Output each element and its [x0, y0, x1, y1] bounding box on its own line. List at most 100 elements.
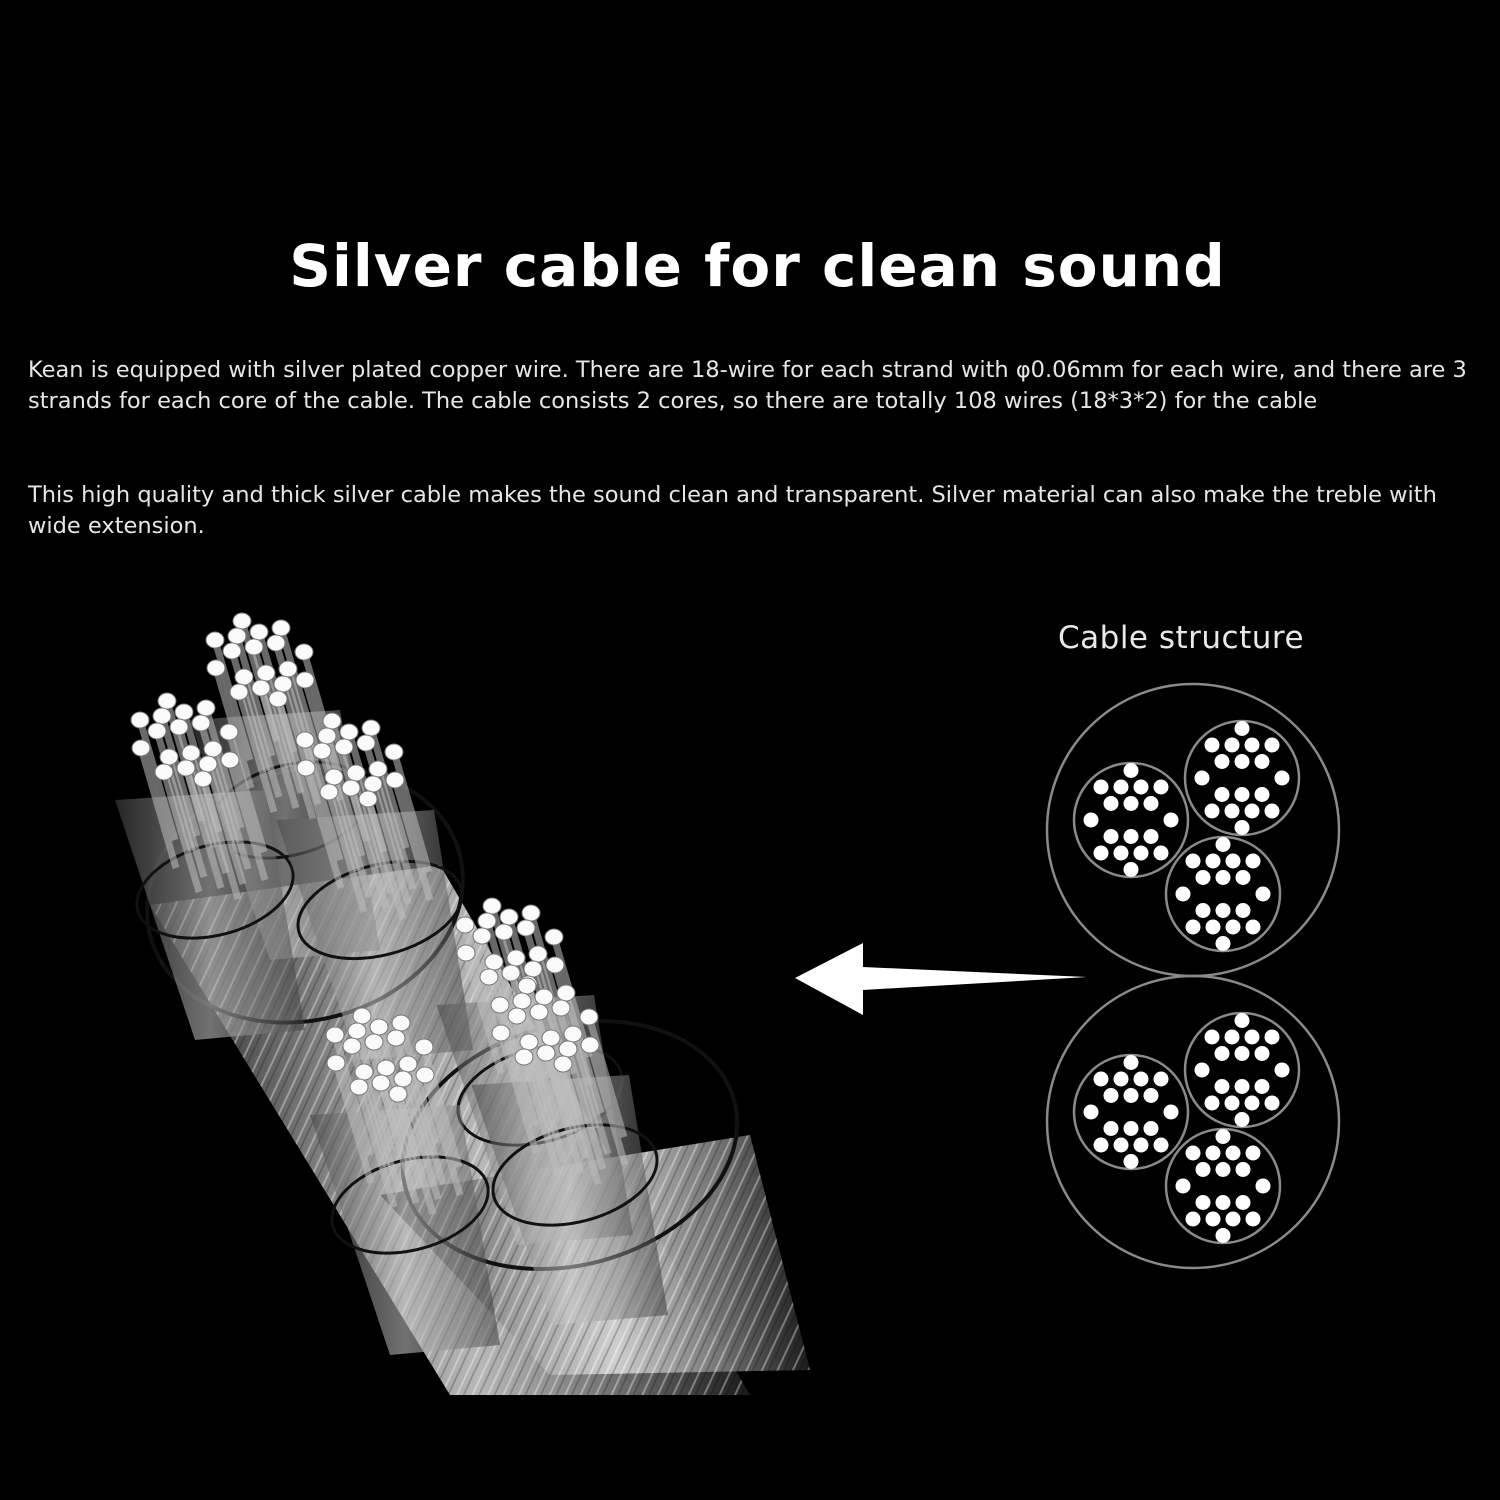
wire-dot [1093, 1071, 1109, 1087]
description-paragraph-1: Kean is equipped with silver plated copp… [28, 357, 1467, 414]
wire-dot [1195, 1162, 1211, 1177]
wire-dot [1245, 919, 1261, 935]
wire-dot [1214, 754, 1230, 769]
wire-dot [1175, 886, 1191, 902]
wire-dot [1103, 829, 1119, 844]
wire-dot [1234, 820, 1250, 835]
wire-dot [1264, 1029, 1280, 1045]
wire-dot [1234, 787, 1250, 802]
wire-dot [1255, 1178, 1271, 1194]
wire-dot [1083, 1104, 1099, 1120]
wire-dot [1264, 803, 1280, 819]
wire-dot [1133, 1071, 1149, 1087]
wire-dot [1185, 1145, 1201, 1161]
wire-dot [1103, 796, 1119, 811]
wire-dot [1235, 1195, 1251, 1210]
wire-dot [1255, 886, 1271, 902]
wire-dot [1234, 1013, 1250, 1028]
wire-dot [1204, 1095, 1220, 1111]
wire-dot [1123, 1154, 1139, 1169]
wire-dot [1133, 845, 1149, 861]
wire-dot [1113, 779, 1129, 795]
description-paragraph-2: This high quality and thick silver cable… [28, 482, 1437, 539]
wire-dot [1235, 1162, 1251, 1177]
wire-dot [1194, 1062, 1210, 1078]
wire-dot [1205, 1145, 1221, 1161]
wire-dot [1214, 787, 1230, 802]
wire-dot [1205, 1211, 1221, 1227]
wire-dot [1244, 803, 1260, 819]
wire-dot [1254, 1046, 1270, 1061]
wire-dot [1234, 1112, 1250, 1127]
strand [1164, 835, 1282, 953]
wire-dot [1195, 1195, 1211, 1210]
wire-dot [1123, 862, 1139, 877]
wire-dot [1234, 1079, 1250, 1094]
wire-dot [1245, 1145, 1261, 1161]
wire-dot [1153, 1137, 1169, 1153]
wire-dot [1185, 919, 1201, 935]
wire-dot [1204, 1029, 1220, 1045]
wire-dot [1274, 770, 1290, 786]
wire-dot [1113, 845, 1129, 861]
wire-dot [1205, 853, 1221, 869]
wire-dot [1123, 1088, 1139, 1103]
wire-dot [1234, 754, 1250, 769]
strand [1072, 761, 1190, 879]
wire-dot [1234, 721, 1250, 736]
strand [1072, 1053, 1190, 1171]
wire-dot [1215, 1162, 1231, 1177]
wire-dot [1224, 737, 1240, 753]
wire-dot [1215, 870, 1231, 885]
wire-dot [1244, 1029, 1260, 1045]
wire-dot [1254, 1079, 1270, 1094]
wire-dot [1143, 796, 1159, 811]
wire-dot [1215, 837, 1231, 852]
wire-dot [1133, 1137, 1149, 1153]
arrow-left-icon [795, 943, 1087, 1015]
wire-dot [1225, 1211, 1241, 1227]
wire-dot [1234, 1046, 1250, 1061]
wire-dot [1123, 829, 1139, 844]
wire-dot [1214, 1046, 1230, 1061]
wire-dot [1093, 845, 1109, 861]
wire-dot [1215, 1129, 1231, 1144]
wire-dot [1143, 829, 1159, 844]
strand-group [115, 612, 668, 1355]
wire-dot [1224, 1095, 1240, 1111]
cable-structure-diagram [1045, 682, 1341, 1270]
wire-dot [1103, 1121, 1119, 1136]
wire-dot [1215, 1228, 1231, 1243]
cross-section-core-2 [1045, 974, 1341, 1270]
cross-section-core-1 [1045, 682, 1341, 978]
wire-dot [1175, 1178, 1191, 1194]
wire-dot [1143, 1121, 1159, 1136]
wire-dot [1185, 1211, 1201, 1227]
wire-dot [1194, 770, 1210, 786]
wire-dot [1093, 1137, 1109, 1153]
wire-dot [1113, 1071, 1129, 1087]
wire-dot [1123, 796, 1139, 811]
wire-dot [1083, 812, 1099, 828]
wire-dot [1264, 1095, 1280, 1111]
strand [1164, 1127, 1282, 1245]
wire-dot [1235, 870, 1251, 885]
wire-dot [1143, 1088, 1159, 1103]
wire-dot [1103, 1088, 1119, 1103]
wire-dot [1224, 1029, 1240, 1045]
strand [1183, 719, 1301, 837]
wire-dot [1204, 803, 1220, 819]
wire-dot [1153, 779, 1169, 795]
wire-dot [1133, 779, 1149, 795]
wire-dot [1214, 1079, 1230, 1094]
wire-dot [1244, 737, 1260, 753]
wire-dot [1215, 903, 1231, 918]
wire-dot [1153, 845, 1169, 861]
wire-dot [1245, 1211, 1261, 1227]
cable-illustration [115, 612, 810, 1395]
page-title: Silver cable for clean sound [289, 232, 1226, 300]
wire-dot [1224, 803, 1240, 819]
wire-dot [1205, 919, 1221, 935]
wire-dot [1225, 919, 1241, 935]
wire-dot [1225, 853, 1241, 869]
